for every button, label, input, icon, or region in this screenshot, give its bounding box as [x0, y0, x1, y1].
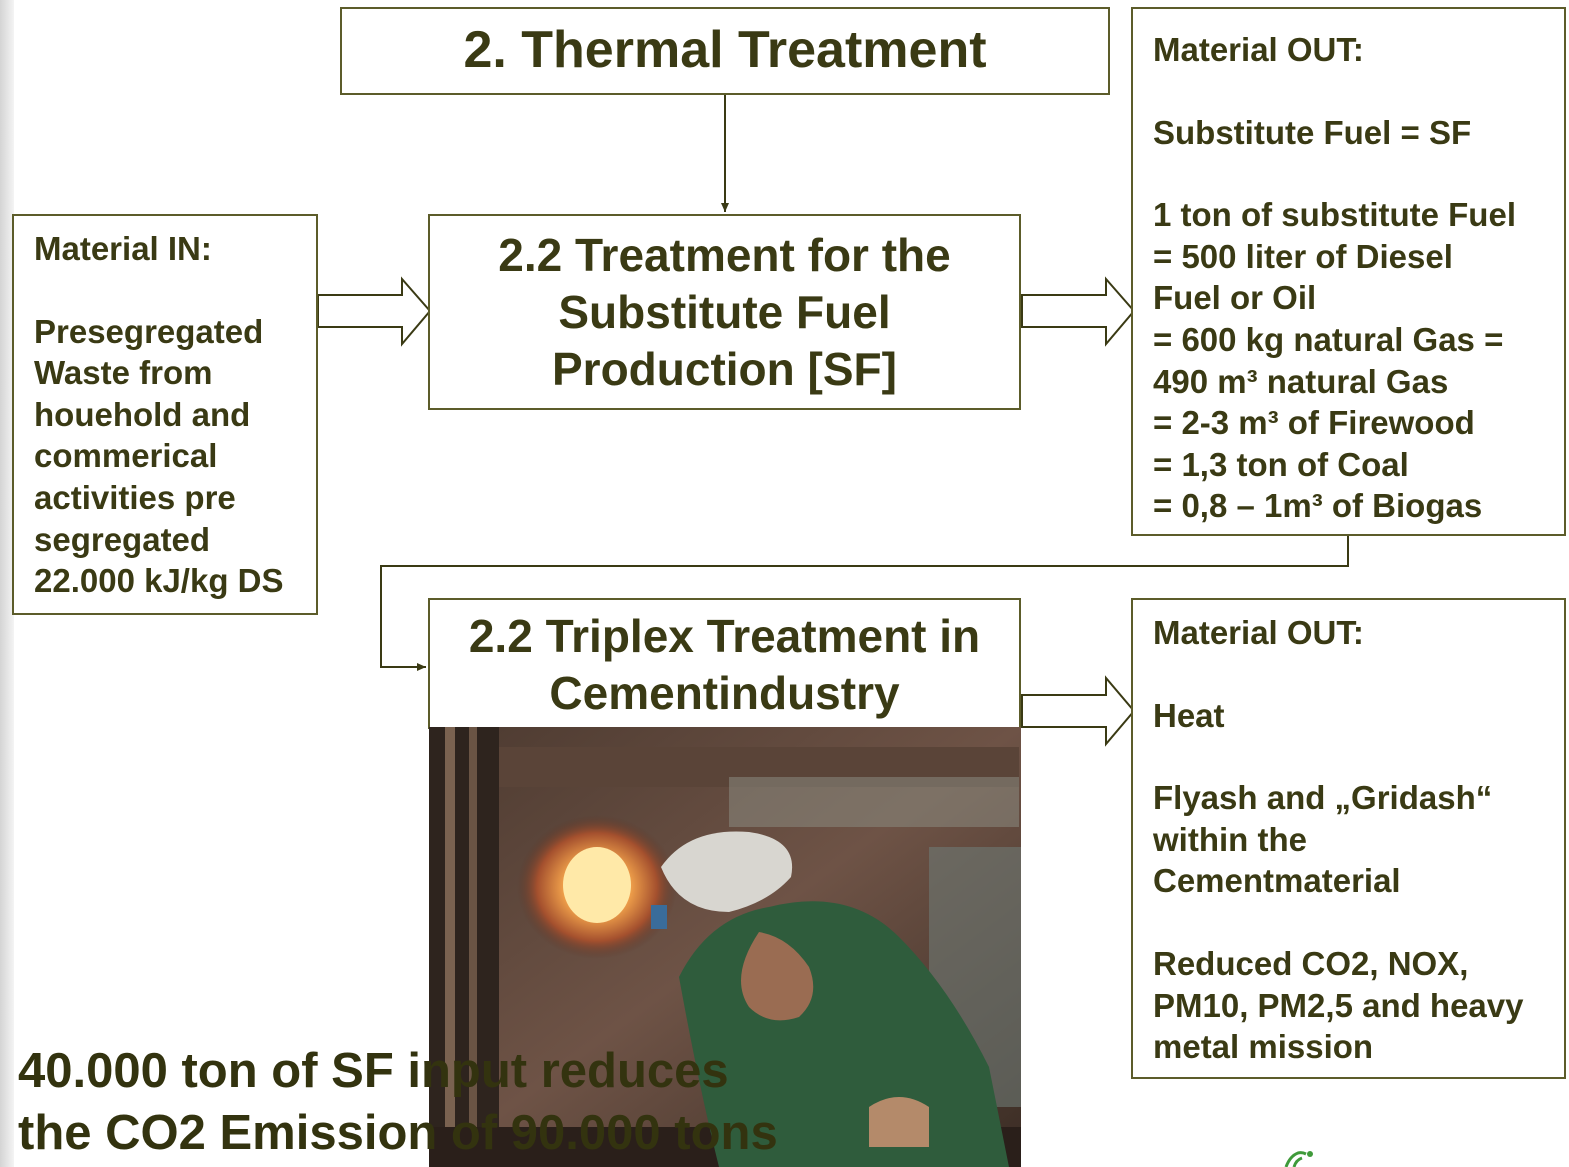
cement-output-emissions: Reduced CO2, NOX, PM10, PM2,5 and heavy …	[1153, 944, 1524, 1066]
block-arrow-cement-to-out	[1021, 675, 1136, 747]
sf-equivalence-line: = 0,8 – 1m³ of Biogas	[1153, 487, 1483, 525]
material-in-line: Waste from	[34, 354, 213, 392]
material-out-cement-box: Material OUT: Heat Flyash and „Gridash“ …	[1131, 598, 1566, 1079]
sf-definition: Substitute Fuel = SF	[1153, 113, 1472, 151]
material-in-heading: Material IN:	[34, 230, 212, 267]
co2-reduction-caption: 40.000 ton of SF input reduces the CO2 E…	[18, 1044, 778, 1160]
cement-output-ash: Flyash and „Gridash“ within the Cementma…	[1153, 779, 1493, 900]
material-out-sf-box: Material OUT: Substitute Fuel = SF 1 ton…	[1131, 7, 1566, 536]
block-arrow-in-to-sf	[317, 276, 432, 347]
cement-process-box: 2.2 Triplex Treatment in Cementindustry	[428, 598, 1021, 729]
sf-equivalence-line: 490 m³ natural Gas	[1153, 362, 1449, 400]
slide-edge-shadow	[0, 0, 14, 1167]
material-in-box: Material IN: Presegregated Waste from ho…	[12, 214, 318, 615]
material-out-heading: Material OUT:	[1153, 31, 1364, 68]
kiln-worker-photo-illustration	[429, 727, 1021, 1167]
kiln-worker-photo	[429, 727, 1021, 1167]
sf-equivalence-line: = 600 kg natural Gas =	[1153, 320, 1504, 358]
cement-process-title: 2.2 Triplex Treatment in Cementindustry	[468, 609, 981, 719]
material-in-line: 22.000 kJ/kg DS	[34, 562, 284, 600]
sf-process-box: 2.2 Treatment for the Substitute Fuel Pr…	[428, 214, 1021, 410]
sf-equivalence-line: Fuel or Oil	[1153, 279, 1317, 317]
block-arrow-sf-to-out	[1021, 276, 1136, 347]
material-in-line: segregated	[34, 520, 211, 558]
sf-equivalence-line: 1 ton of substitute Fuel	[1153, 196, 1516, 234]
material-in-line: activities pre	[34, 478, 236, 516]
material-in-line: Presegregated	[34, 312, 264, 350]
material-out-heading: Material OUT:	[1153, 614, 1364, 651]
sf-process-title: 2.2 Treatment for the Substitute Fuel Pr…	[498, 228, 951, 395]
thermal-treatment-title-box: 2. Thermal Treatment	[340, 7, 1110, 95]
arrow-sf-out-to-cement	[380, 536, 1349, 671]
sf-equivalence-line: = 500 liter of Diesel	[1153, 237, 1453, 275]
page-title: 2. Thermal Treatment	[463, 21, 987, 80]
material-in-line: commerical	[34, 437, 218, 475]
cement-output-heat: Heat	[1153, 696, 1225, 734]
sf-equivalence-line: = 2-3 m³ of Firewood	[1153, 404, 1475, 442]
green-logo-icon	[1284, 1151, 1313, 1167]
sf-equivalence-line: = 1,3 ton of Coal	[1153, 445, 1409, 483]
material-in-line: houehold and	[34, 395, 251, 433]
